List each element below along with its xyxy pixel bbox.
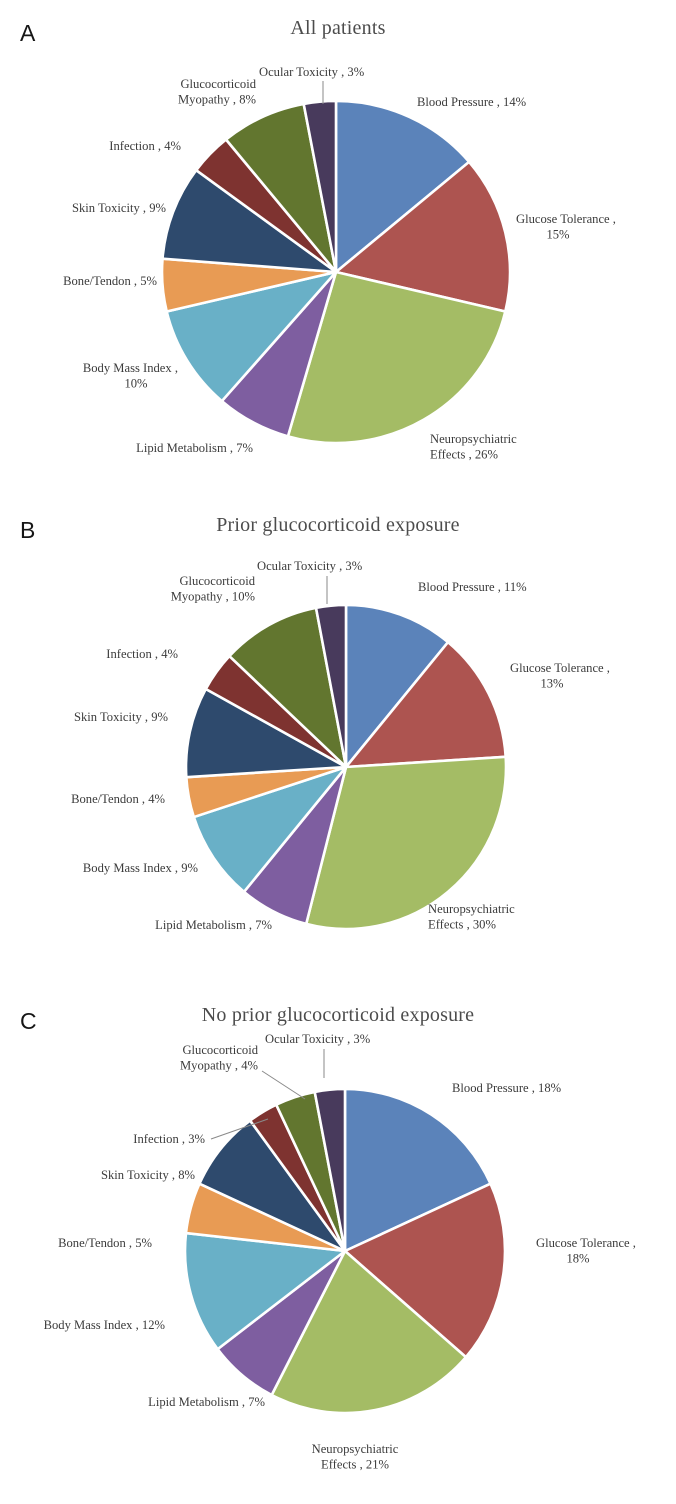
panel-letter-a: A <box>20 20 36 46</box>
pie-slice-neuropsychiatric-effects[interactable] <box>270 1249 468 1415</box>
pie-label-skin-toxicity: Skin Toxicity , 9% <box>72 201 167 215</box>
pie-label-blood-pressure: Blood Pressure , 14% <box>417 95 527 109</box>
pie-slice-neuropsychiatric-effects[interactable] <box>304 755 508 931</box>
pie-slice-glucose-tolerance[interactable] <box>334 160 512 313</box>
leader-line-glucocorticoid-myopathy <box>261 1070 306 1100</box>
panel-b: B Prior glucocorticoid exposure Blood Pr… <box>0 492 676 979</box>
pie-slice-body-mass-index[interactable] <box>192 765 348 894</box>
pie-slice-body-mass-index[interactable] <box>165 270 338 403</box>
pie-label-blood-pressure: Blood Pressure , 11% <box>418 580 527 594</box>
pie-slice-body-mass-index[interactable] <box>183 1231 347 1351</box>
pie-slice-neuropsychiatric-effects[interactable] <box>286 270 507 445</box>
pie-label-infection: Infection , 4% <box>106 647 178 661</box>
pie-label-glucose-tolerance: Glucose Tolerance ,13% <box>510 661 610 691</box>
pie-label-glucose-tolerance: Glucose Tolerance ,15% <box>516 212 616 242</box>
pie-slice-skin-toxicity[interactable] <box>184 687 348 779</box>
pie-label-lipid-metabolism: Lipid Metabolism , 7% <box>148 1395 265 1409</box>
pie-label-ocular-toxicity: Ocular Toxicity , 3% <box>257 559 363 573</box>
panel-letter-b: B <box>20 517 36 543</box>
panel-title-b: Prior glucocorticoid exposure <box>216 514 460 536</box>
pie-label-glucose-tolerance: Glucose Tolerance ,18% <box>536 1236 636 1266</box>
pie-slice-ocular-toxicity[interactable] <box>302 99 338 274</box>
pie-label-body-mass-index: Body Mass Index , 12% <box>44 1318 166 1332</box>
pie-label-bone-tendon: Bone/Tendon , 5% <box>58 1236 152 1250</box>
pie-label-body-mass-index: Body Mass Index , 9% <box>83 861 199 875</box>
pie-label-infection: Infection , 3% <box>133 1132 205 1146</box>
pie-label-lipid-metabolism: Lipid Metabolism , 7% <box>136 441 253 455</box>
pie-chart-no-prior-glucocorticoid-exposure: Blood Pressure , 18% Glucose Tolerance ,1… <box>44 1032 636 1472</box>
pie-label-skin-toxicity: Skin Toxicity , 8% <box>101 1168 196 1182</box>
pie-label-skin-toxicity: Skin Toxicity , 9% <box>74 710 169 724</box>
pie-slice-blood-pressure[interactable] <box>334 99 471 274</box>
pie-slice-glucose-tolerance[interactable] <box>344 640 507 769</box>
leader-line-infection <box>210 1118 269 1140</box>
pie-chart-prior-glucocorticoid-exposure: Blood Pressure , 11% Glucose Tolerance ,1… <box>71 559 610 932</box>
pie-label-bone-tendon: Bone/Tendon , 5% <box>63 274 157 288</box>
pie-label-body-mass-index: Body Mass Index ,10% <box>83 361 178 391</box>
pie-slice-blood-pressure[interactable] <box>343 1087 492 1253</box>
panel-a: A All patients Blood Pressure , 14% Gluco… <box>0 0 676 492</box>
pie-label-infection: Infection , 4% <box>109 139 181 153</box>
pie-label-bone-tendon: Bone/Tendon , 4% <box>71 792 165 806</box>
pie-label-lipid-metabolism: Lipid Metabolism , 7% <box>155 918 272 932</box>
pie-chart-all-patients: Blood Pressure , 14% Glucose Tolerance ,1… <box>63 65 616 462</box>
pie-slice-ocular-toxicity[interactable] <box>313 1087 347 1253</box>
pie-slice-ocular-toxicity[interactable] <box>314 603 348 769</box>
pie-slice-glucocorticoid-myopathy[interactable] <box>228 606 348 769</box>
pie-slice-glucose-tolerance[interactable] <box>343 1182 507 1359</box>
pie-slice-skin-toxicity[interactable] <box>161 168 338 274</box>
pie-slice-blood-pressure[interactable] <box>344 603 450 769</box>
panel-letter-c: C <box>20 1008 37 1034</box>
pie-label-blood-pressure: Blood Pressure , 18% <box>452 1081 562 1095</box>
pie-label-ocular-toxicity: Ocular Toxicity , 3% <box>265 1032 371 1046</box>
panel-title-c: No prior glucocorticoid exposure <box>201 1004 475 1026</box>
panel-title-a: All patients <box>290 17 386 39</box>
panel-c: C No prior glucocorticoid exposure Blood… <box>0 979 676 1504</box>
pie-label-ocular-toxicity: Ocular Toxicity , 3% <box>259 65 365 79</box>
